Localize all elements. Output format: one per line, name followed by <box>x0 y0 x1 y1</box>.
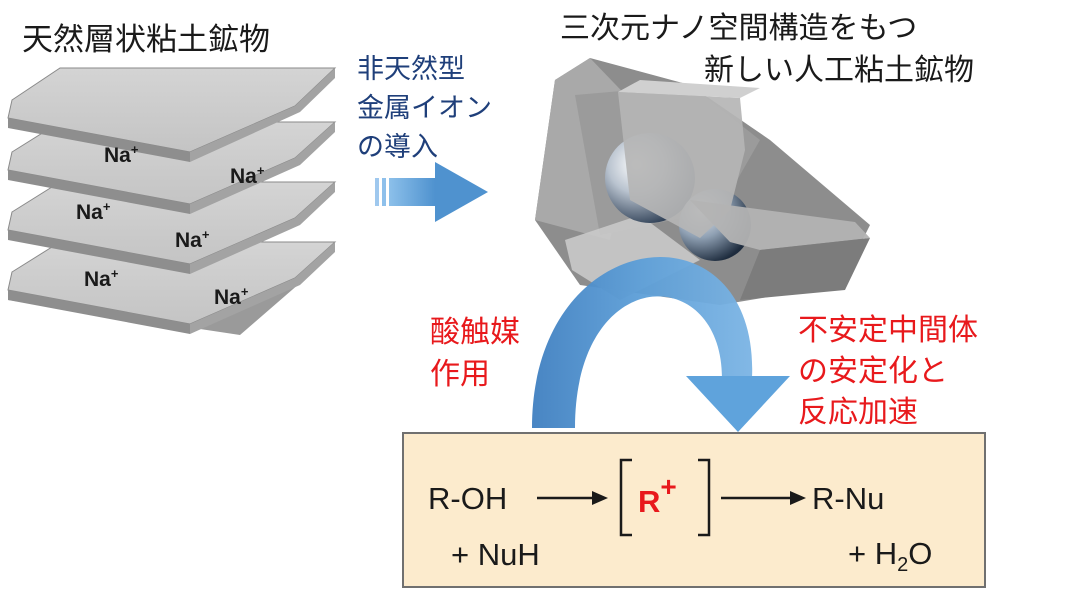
nucleophile-text: + NuH <box>451 537 540 572</box>
arrow-label-line-3: の導入 <box>357 132 438 163</box>
sodium-ion-label: Na+ <box>214 284 249 309</box>
sodium-ion-label: Na+ <box>84 266 119 291</box>
intermediate-bracket-right <box>698 458 711 537</box>
clay-layer-4 <box>7 241 337 335</box>
introduction-arrow <box>375 162 488 222</box>
sodium-ion-label: Na+ <box>104 142 139 167</box>
arrow-label-line-1: 非天然型 <box>357 54 465 85</box>
catalysis-arc-arrow <box>532 257 790 432</box>
sodium-ion-label: Na+ <box>230 163 265 188</box>
clay-layer-stack <box>7 67 337 335</box>
clay-layer-1 <box>7 67 337 162</box>
sodium-ion-label: Na+ <box>76 199 111 224</box>
carbocation-intermediate: R+ <box>638 471 677 519</box>
nano-space-structure <box>535 58 870 305</box>
stabilization-label-line-1: 不安定中間体 <box>798 313 978 348</box>
intermediate-bracket-left <box>619 458 632 537</box>
reaction-arrow-1 <box>537 491 608 505</box>
acid-catalysis-label-line-1: 酸触媒 <box>430 315 520 350</box>
artificial-clay-title-line-2: 新しい人工粘土鉱物 <box>704 53 974 88</box>
natural-clay-title: 天然層状粘土鉱物 <box>22 22 270 58</box>
artificial-clay-title-line-1: 三次元ナノ空間構造をもつ <box>560 11 918 46</box>
acid-catalysis-label-line-2: 作用 <box>430 357 490 392</box>
reaction-scheme-box <box>402 432 986 588</box>
water-byproduct-text: + H2O <box>848 536 933 577</box>
product-text: R-Nu <box>812 481 885 516</box>
stabilization-label-line-3: 反応加速 <box>798 395 918 430</box>
reaction-arrow-2 <box>721 491 806 505</box>
reactant-text: R-OH <box>428 481 508 516</box>
arrow-label-line-2: 金属イオン <box>357 93 492 124</box>
stabilization-label-line-2: の安定化と <box>798 354 948 389</box>
sodium-ion-label: Na+ <box>175 227 210 252</box>
